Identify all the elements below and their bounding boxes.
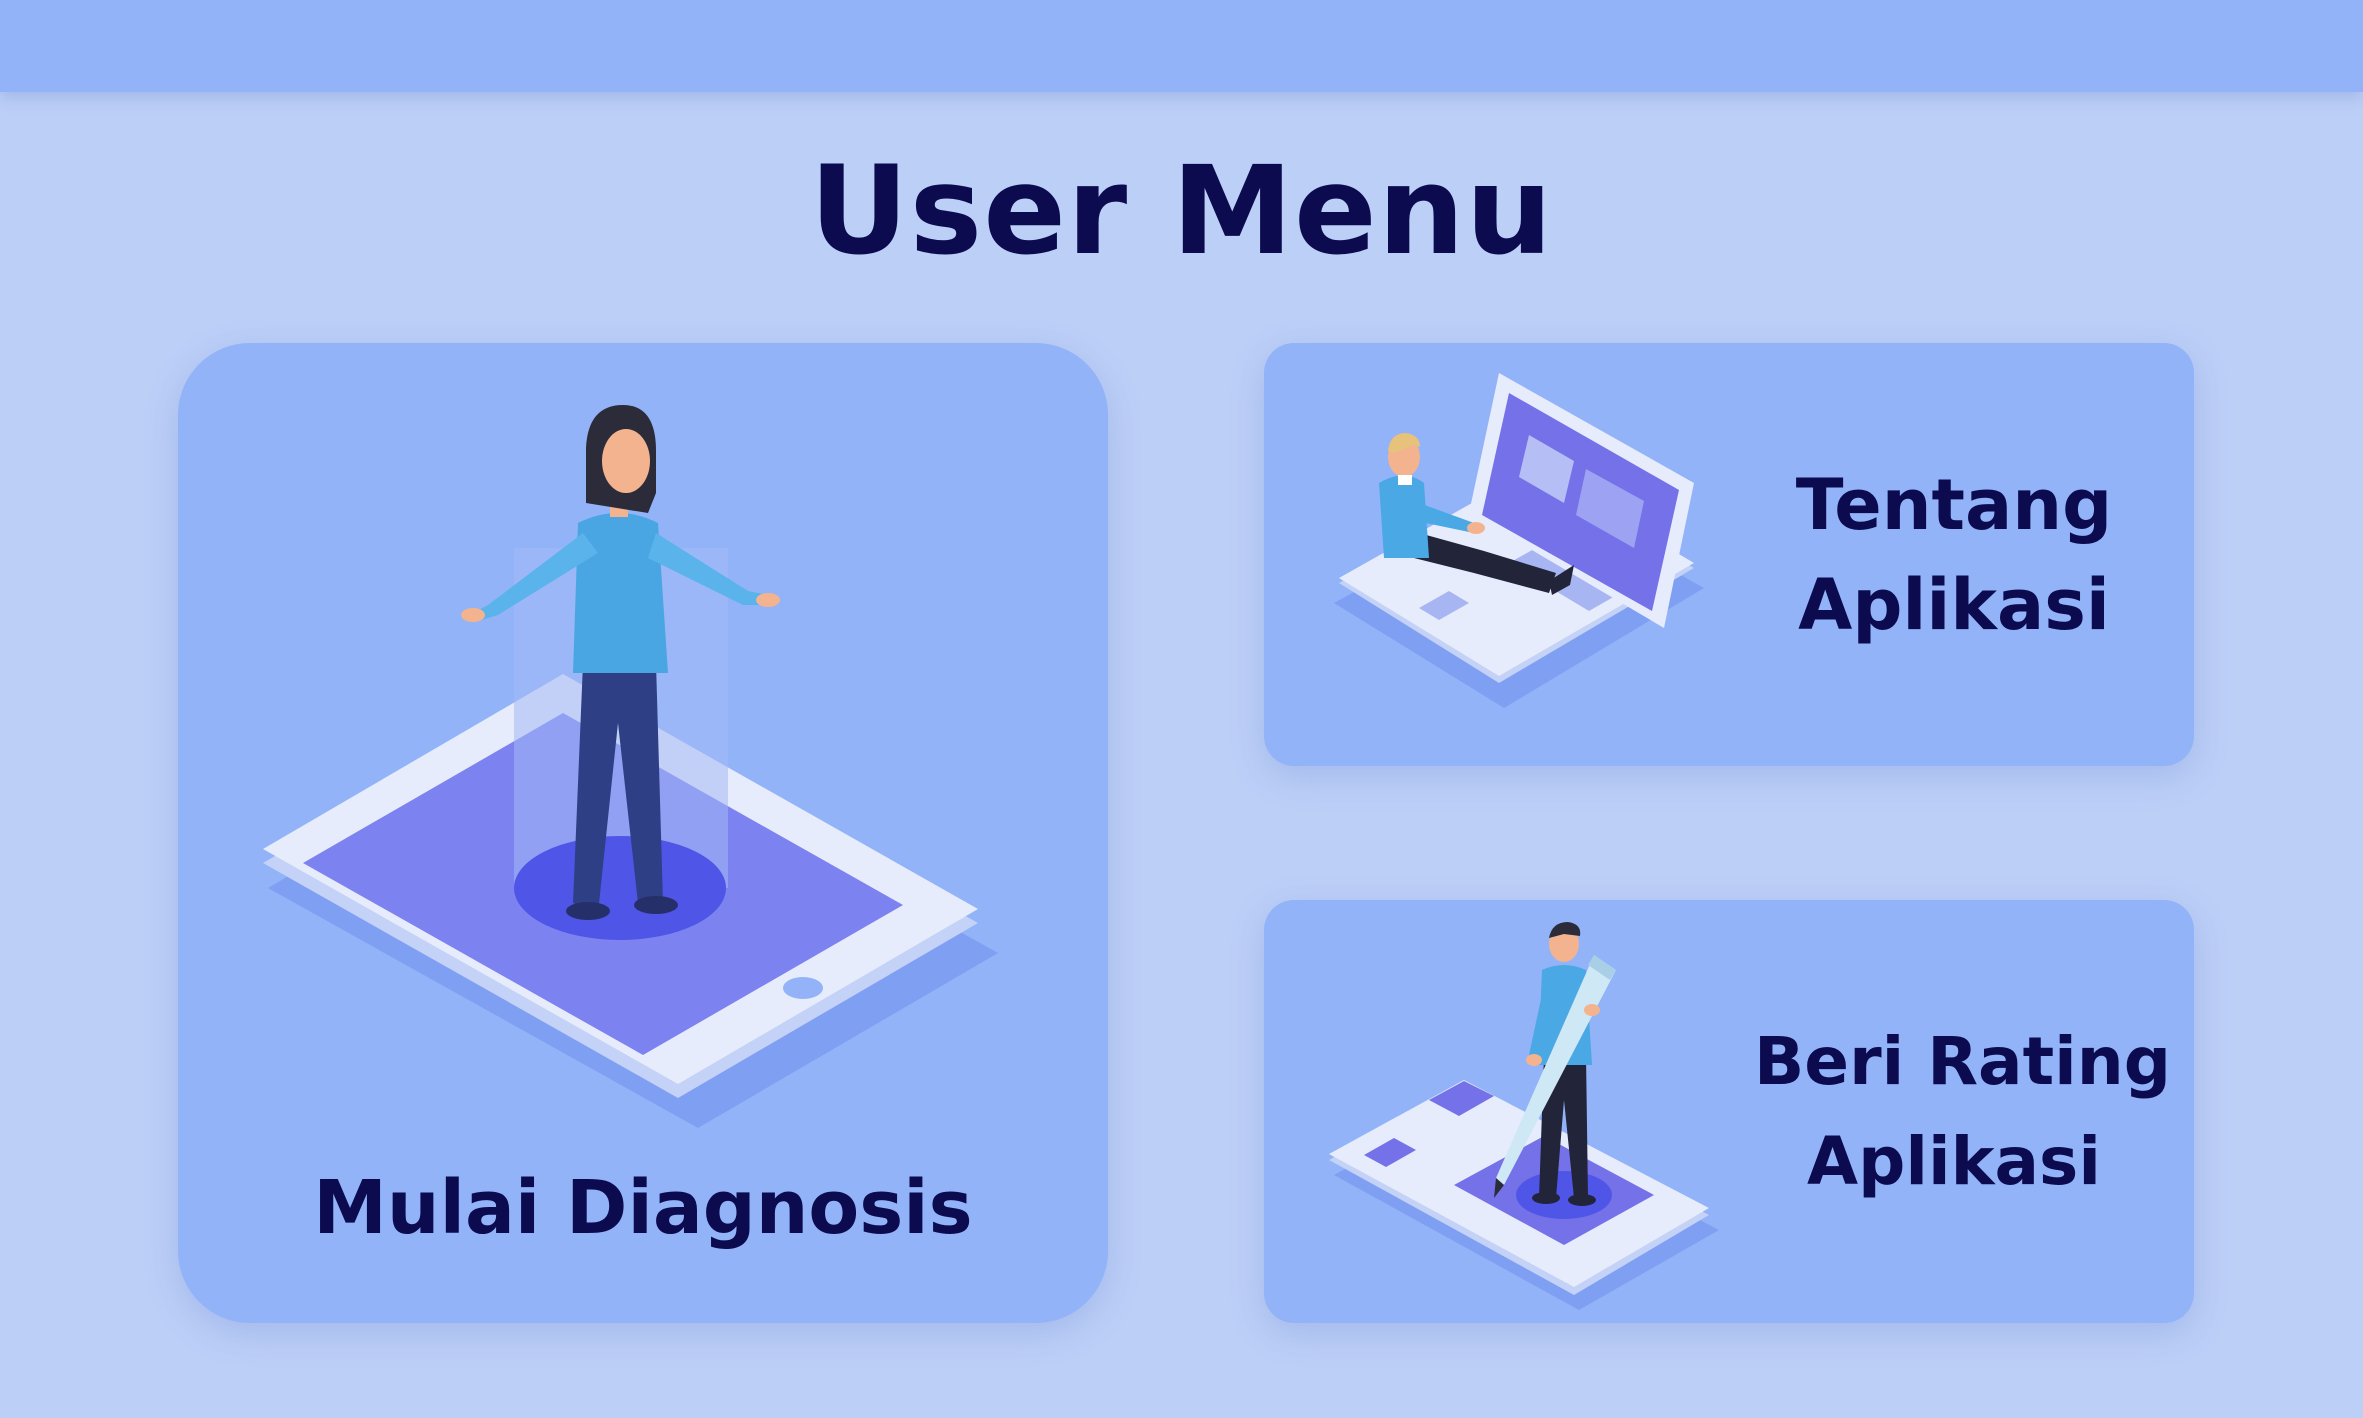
about-app-label: Tentang Aplikasi [1754, 455, 2154, 655]
top-bar [0, 0, 2363, 92]
about-app-label-line1: Tentang [1795, 464, 2113, 546]
start-diagnosis-card[interactable]: Mulai Diagnosis [178, 343, 1108, 1323]
about-app-card[interactable]: Tentang Aplikasi [1264, 343, 2194, 766]
rate-app-label-line1: Beri Rating [1754, 1023, 2171, 1100]
rate-app-label-line2: Aplikasi [1807, 1123, 2101, 1200]
rate-app-card[interactable]: Beri Rating Aplikasi [1264, 900, 2194, 1323]
man-on-laptop-illustration [1334, 373, 1704, 708]
woman-on-tablet-illustration [263, 405, 998, 1128]
rate-app-label: Beri Rating Aplikasi [1754, 1012, 2171, 1212]
man-with-pen-illustration [1329, 922, 1719, 1310]
page-title: User Menu [809, 140, 1554, 282]
about-app-label-line2: Aplikasi [1798, 564, 2110, 646]
start-diagnosis-label: Mulai Diagnosis [313, 1165, 973, 1251]
